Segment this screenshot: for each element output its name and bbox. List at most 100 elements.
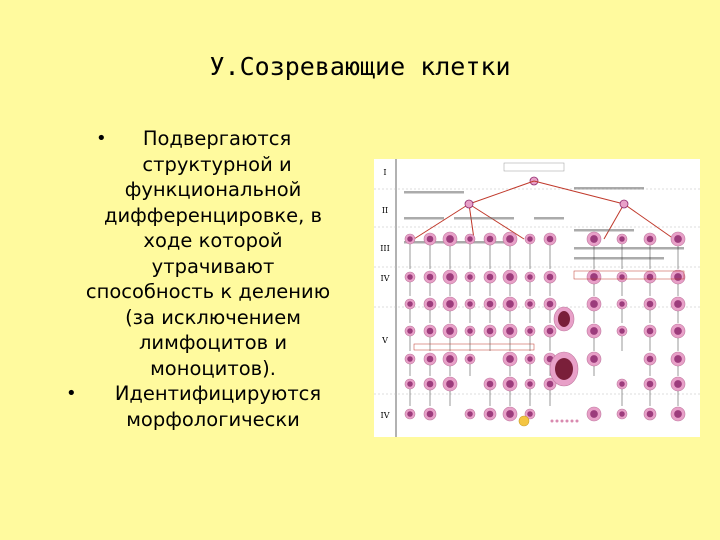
cell-nucleus-icon (486, 327, 494, 335)
cell-nucleus-icon (674, 355, 682, 363)
cell-nucleus-icon (674, 327, 682, 335)
row-label: II (382, 206, 388, 215)
cell-nucleus-icon (407, 301, 413, 307)
bullet-line: Подвергаются (142, 127, 292, 150)
bullet-line: морфологически (126, 407, 300, 431)
lineage-arrow (623, 203, 675, 240)
label-line (574, 257, 664, 260)
cell-nucleus-icon (506, 380, 514, 388)
cell-nucleus-icon (619, 411, 625, 417)
bullet-list: • Подвергаются структурной и функциональ… (58, 126, 358, 432)
cell-nucleus-icon (407, 381, 413, 387)
cell-nucleus-icon (546, 235, 554, 243)
cell-nucleus-icon (426, 380, 434, 388)
bullet-dot: • (96, 128, 107, 149)
bullet-line: дифференцировке, в (103, 203, 323, 227)
erythrocyte-icon (518, 415, 530, 427)
lineage-arrow (468, 180, 535, 205)
cell-nucleus-icon (527, 274, 533, 280)
cell-nucleus-icon (590, 273, 598, 281)
cell-nucleus-icon (446, 273, 454, 281)
cell-nucleus-icon (619, 381, 625, 387)
row-label: IV (381, 411, 390, 420)
cell-nucleus-icon (506, 355, 514, 363)
bullet-item-1: • Подвергаются структурной и функциональ… (58, 126, 358, 381)
lineage-arrow (468, 203, 525, 240)
cell-nucleus-icon (590, 355, 598, 363)
bullet-line: Идентифицируются (114, 382, 322, 405)
cell-nucleus-icon (527, 411, 533, 417)
lineage-arrow (603, 203, 625, 240)
cell-nucleus-icon (486, 300, 494, 308)
cell-nucleus-icon (407, 236, 413, 242)
cell-nucleus-icon (646, 410, 654, 418)
red-label-box (573, 270, 685, 280)
cell-nucleus-icon (467, 236, 473, 242)
platelet-icon (560, 419, 564, 423)
cell-nucleus-icon (646, 273, 654, 281)
megakaryocyte-nucleus-icon (555, 358, 573, 380)
bullet-line: функциональной (124, 178, 302, 201)
bullet-item-2: • Идентифицируются морфологически (58, 381, 358, 432)
cell-nucleus-icon (546, 327, 554, 335)
cell-nucleus-icon (619, 236, 625, 242)
cell-nucleus-icon (546, 273, 554, 281)
cell-nucleus-icon (486, 273, 494, 281)
cell-nucleus-icon (619, 328, 625, 334)
cell-nucleus-icon (467, 328, 473, 334)
bullet-line: (за исключением (125, 305, 301, 329)
cell-nucleus-icon (426, 300, 434, 308)
bullet-line: способность к делению (85, 280, 331, 303)
platelet-icon (570, 419, 574, 423)
label-line (454, 217, 514, 220)
cell-nucleus-icon (590, 410, 598, 418)
cell-nucleus-icon (646, 300, 654, 308)
cell-nucleus-icon (467, 356, 473, 362)
bullet-line: лимфоцитов и (138, 331, 288, 354)
cell-nucleus-icon (467, 274, 473, 280)
cell-nucleus-icon (674, 380, 682, 388)
bullet-dot: • (66, 383, 77, 404)
cell-nucleus-icon (407, 328, 413, 334)
cell-nucleus-icon (467, 411, 473, 417)
label-line (574, 247, 684, 250)
label-line (534, 217, 564, 220)
cell-nucleus-icon (527, 301, 533, 307)
cell-nucleus-icon (590, 327, 598, 335)
lineage-arrow (533, 180, 625, 205)
cell-nucleus-icon (446, 355, 454, 363)
row-label: V (381, 336, 388, 345)
cell-nucleus-icon (486, 410, 494, 418)
cell-nucleus-icon (486, 235, 494, 243)
cell-nucleus-icon (527, 381, 533, 387)
cell-nucleus-icon (426, 355, 434, 363)
cell-nucleus-icon (446, 327, 454, 335)
stem-cell-box (503, 162, 565, 172)
cell-nucleus-icon (546, 300, 554, 308)
cell-nucleus-icon (426, 273, 434, 281)
platelet-icon (565, 419, 569, 423)
cell-nucleus-icon (506, 273, 514, 281)
cell-nucleus-icon (486, 380, 494, 388)
lineage-arrow (468, 203, 475, 240)
cell-nucleus-icon (674, 300, 682, 308)
cell-nucleus-icon (426, 327, 434, 335)
cell-nucleus-icon (407, 274, 413, 280)
slide-title: У.Созревающие клетки (209, 52, 511, 81)
progenitor-cell-icon (619, 199, 629, 209)
row-label: III (380, 244, 389, 253)
cell-nucleus-icon (506, 410, 514, 418)
label-line (574, 187, 644, 190)
bullet-line: моноцитов). (150, 356, 276, 380)
cell-nucleus-icon (590, 300, 598, 308)
bullet-line: утрачивают (151, 254, 275, 278)
cell-nucleus-icon (674, 410, 682, 418)
cell-nucleus-icon (646, 380, 654, 388)
cell-nucleus-icon (527, 356, 533, 362)
bullet-line: ходе которой (143, 229, 283, 252)
cell-nucleus-icon (506, 300, 514, 308)
bullet-line: структурной и (142, 152, 292, 176)
cell-nucleus-icon (674, 235, 682, 243)
